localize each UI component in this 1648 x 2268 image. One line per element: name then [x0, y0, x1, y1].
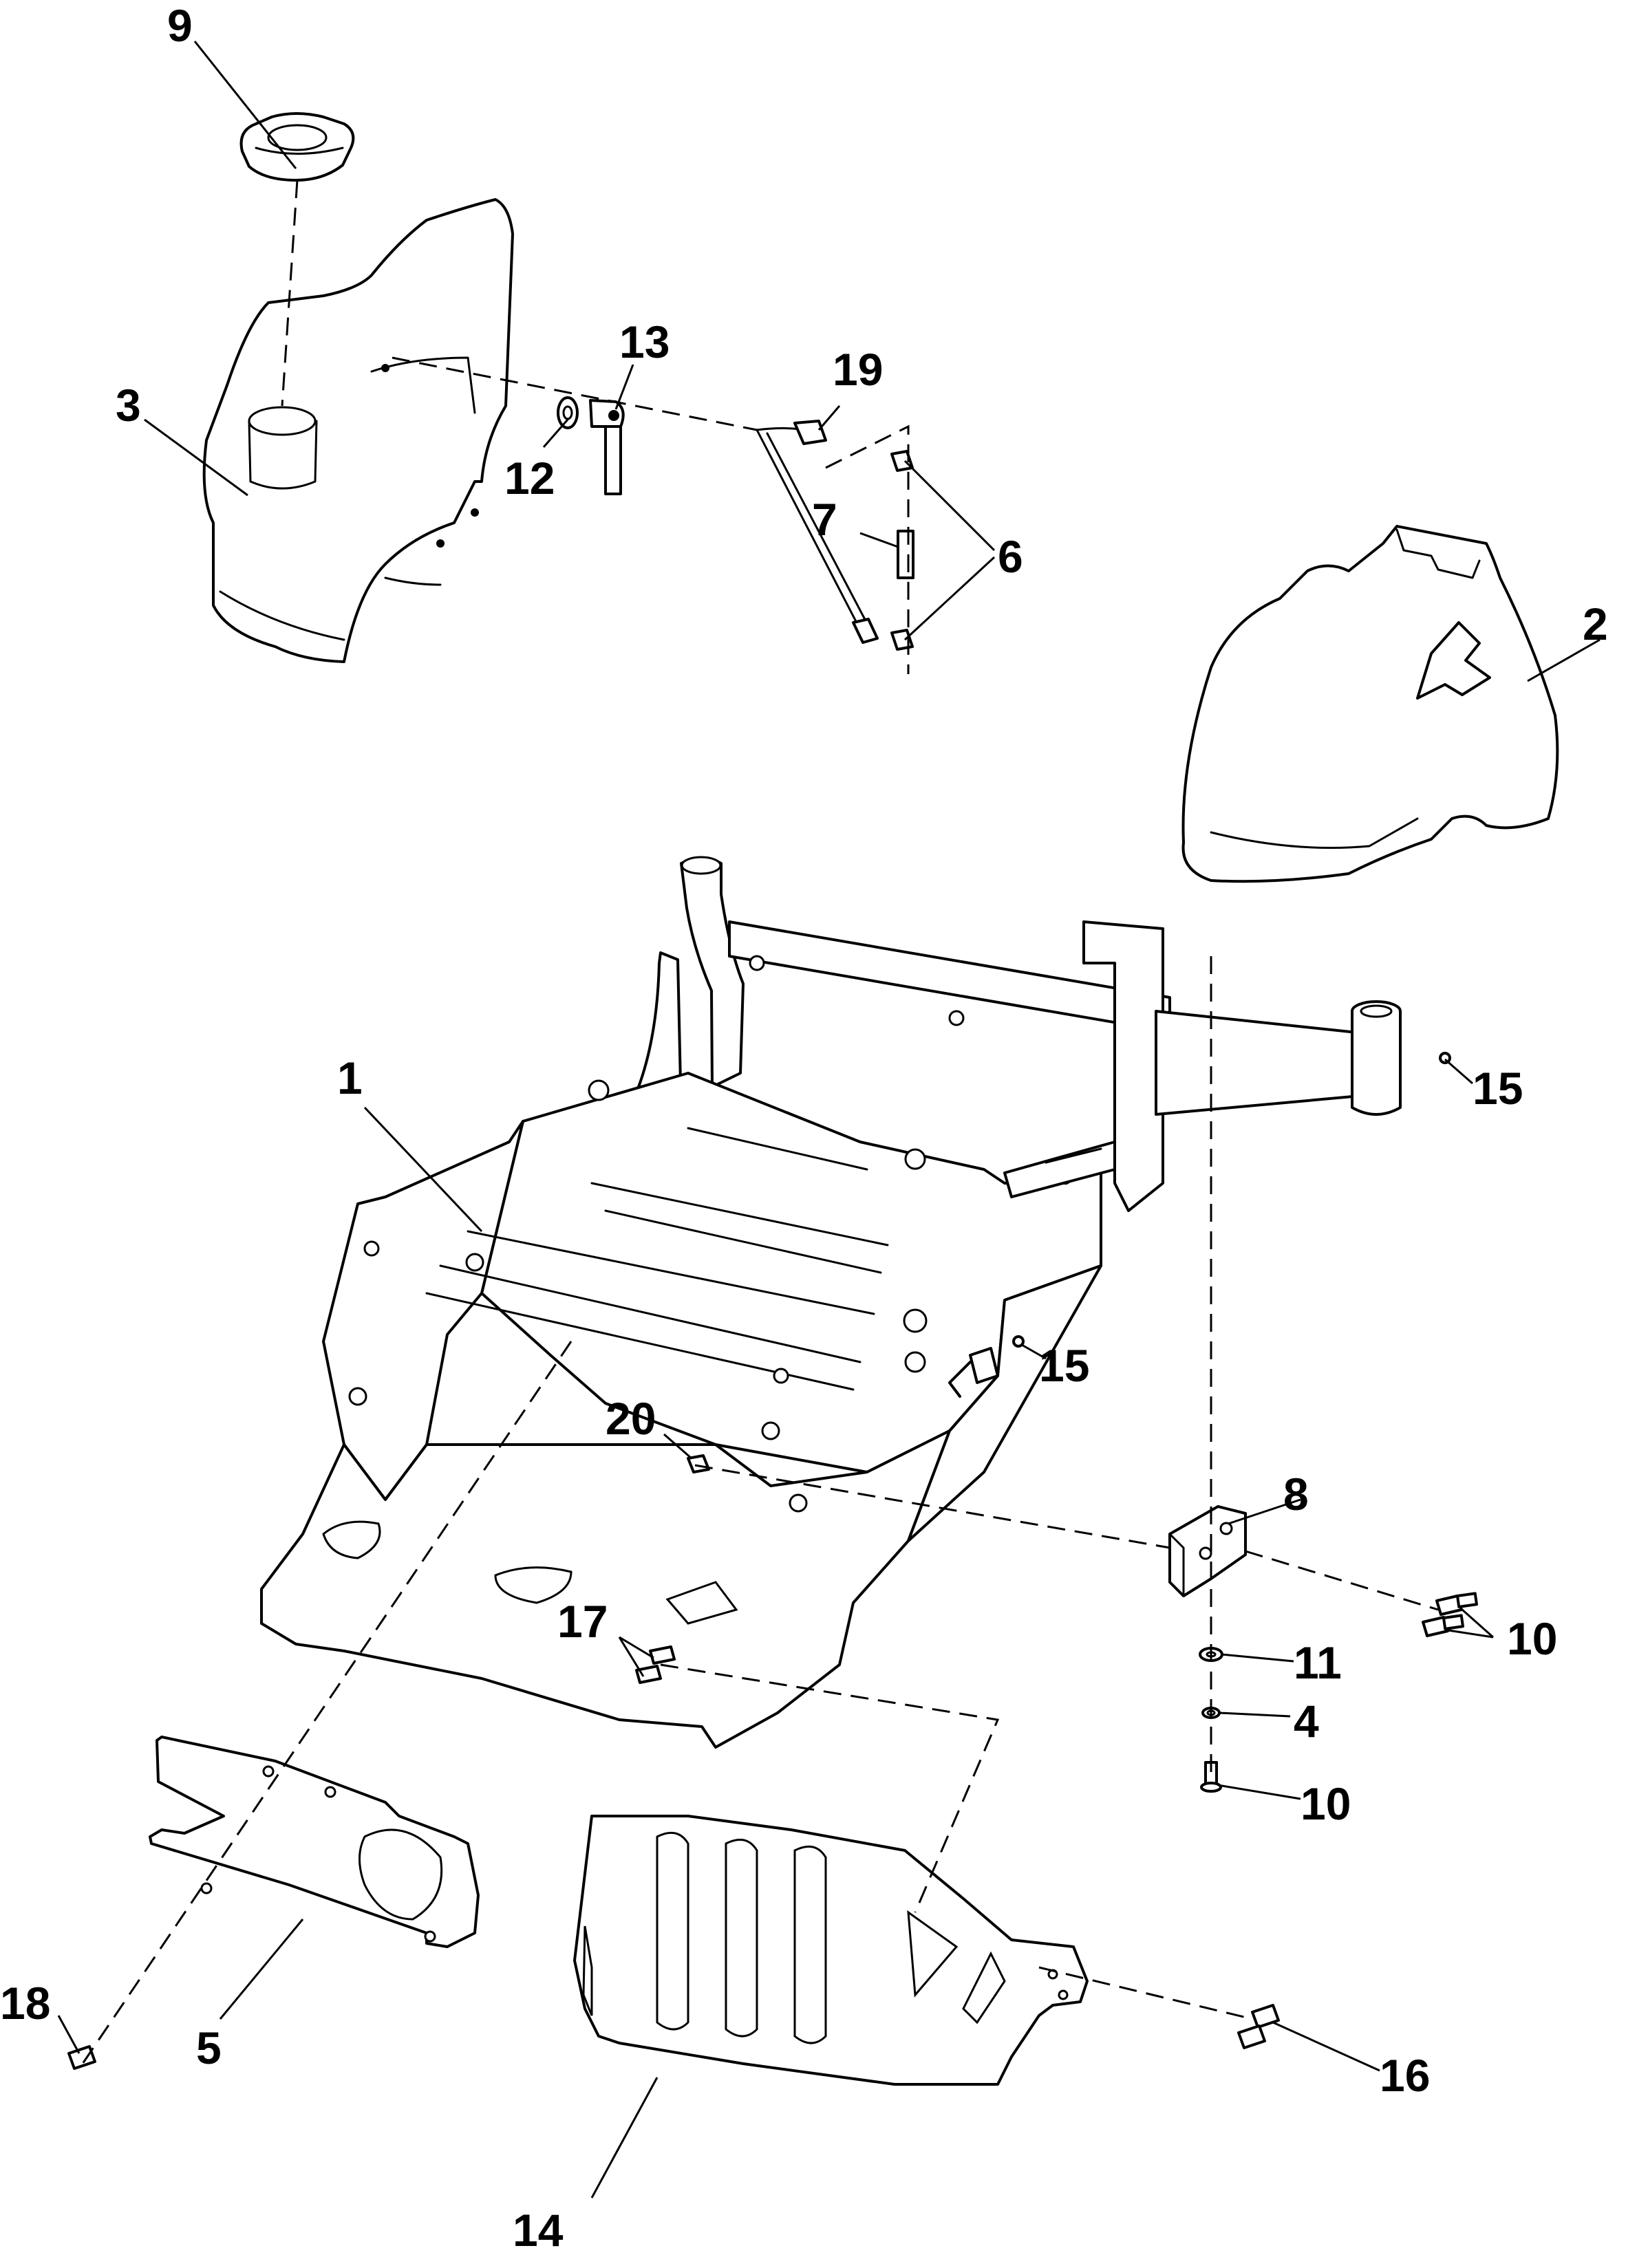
fuel-hose [897, 530, 914, 579]
fuel-tank [202, 198, 514, 663]
seat-cover [1181, 525, 1559, 883]
bolts-10-upper [1422, 1592, 1478, 1637]
callout-7: 7 [812, 494, 837, 545]
callout-8: 8 [1283, 1469, 1309, 1520]
callout-17: 17 [557, 1596, 608, 1647]
callout-5: 5 [196, 2022, 222, 2073]
bottom-shield [573, 1815, 1089, 2086]
left-shield [149, 1736, 480, 1948]
bolts-16 [1237, 2004, 1280, 2049]
callout-13: 13 [619, 316, 670, 367]
callout-19: 19 [833, 344, 883, 395]
fuel-line [756, 420, 879, 644]
callout-4: 4 [1294, 1696, 1319, 1747]
shutoff-valve [589, 399, 625, 495]
callout-2: 2 [1583, 598, 1608, 649]
callout-3: 3 [116, 380, 141, 431]
callout-15-upper: 15 [1473, 1063, 1523, 1114]
callout-14: 14 [513, 2205, 564, 2256]
leader-lines [57, 41, 1601, 2199]
main-frame [260, 856, 1402, 1749]
bolt-18 [67, 2045, 96, 2070]
callout-16: 16 [1380, 2050, 1430, 2101]
fuel-cap [239, 112, 355, 182]
bracket [1168, 1505, 1247, 1597]
callout-10-upper: 10 [1507, 1613, 1557, 1664]
callout-18: 18 [0, 1978, 50, 2029]
callout-20: 20 [606, 1393, 656, 1444]
bolts-17 [635, 1645, 676, 1684]
callout-6: 6 [998, 531, 1023, 582]
callout-12: 12 [504, 453, 555, 504]
callout-labels: 9 3 13 12 19 7 6 2 1 15 15 20 8 10 11 4 … [0, 0, 1608, 2256]
callout-15-lower: 15 [1039, 1340, 1089, 1391]
bushing-fitting [557, 396, 579, 429]
callout-1: 1 [337, 1052, 363, 1103]
nut-15-lower [1012, 1335, 1025, 1348]
nut-20 [687, 1454, 710, 1473]
callout-10-lower: 10 [1301, 1778, 1351, 1829]
callout-11: 11 [1294, 1637, 1342, 1688]
callout-9: 9 [167, 0, 193, 51]
assembly-lines [81, 180, 1439, 2064]
